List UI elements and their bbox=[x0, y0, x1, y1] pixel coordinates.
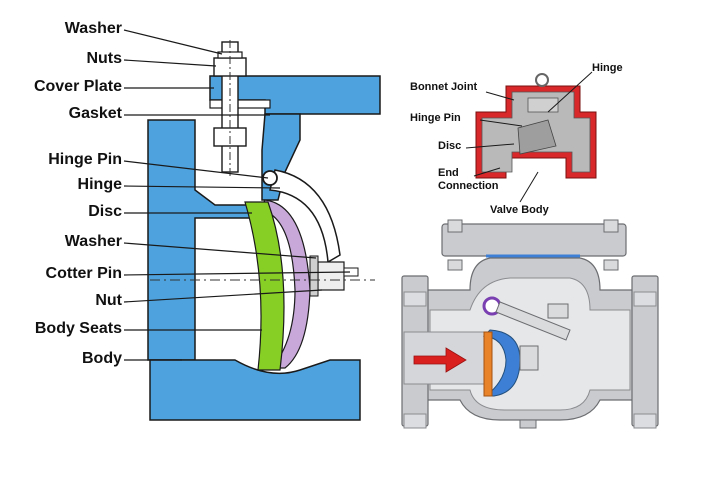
disc-nut bbox=[317, 261, 345, 291]
label-cutaway-hinge: Hinge bbox=[592, 62, 623, 74]
label-cutaway-disc: Disc bbox=[438, 140, 462, 152]
label-gasket: Gasket bbox=[68, 105, 122, 122]
gray-valve-illustration bbox=[401, 219, 659, 429]
label-hinge: Hinge bbox=[77, 176, 122, 193]
label-hinge-pin: Hinge Pin bbox=[48, 151, 122, 168]
left-leader-lines bbox=[123, 29, 351, 361]
label-end-line2: Connection bbox=[438, 180, 499, 192]
cutaway-illustration bbox=[465, 71, 597, 203]
label-washer-top: Washer bbox=[64, 20, 122, 37]
disc-washer bbox=[309, 255, 319, 297]
label-disc: Disc bbox=[88, 203, 122, 220]
label-nut: Nut bbox=[95, 292, 122, 309]
label-nuts: Nuts bbox=[86, 50, 122, 67]
label-end-line1: End bbox=[438, 167, 459, 179]
label-washer-mid: Washer bbox=[64, 233, 122, 250]
label-body: Body bbox=[82, 350, 122, 367]
gasket bbox=[209, 99, 271, 109]
cutaway-leader-lines bbox=[465, 71, 593, 203]
label-valve-body: Valve Body bbox=[490, 204, 549, 216]
flow-arrow bbox=[413, 347, 467, 373]
label-cover-plate: Cover Plate bbox=[33, 78, 122, 95]
label-cutaway-hinge-pin: Hinge Pin bbox=[410, 112, 461, 124]
body-inner bbox=[198, 222, 256, 358]
label-bonnet-joint: Bonnet Joint bbox=[410, 81, 478, 93]
label-cotter-pin: Cotter Pin bbox=[45, 265, 122, 282]
label-body-seats: Body Seats bbox=[34, 320, 122, 337]
disc bbox=[244, 201, 285, 371]
left-section-drawing bbox=[123, 29, 381, 421]
body-lower bbox=[149, 359, 361, 421]
hinge-arm bbox=[269, 169, 341, 264]
